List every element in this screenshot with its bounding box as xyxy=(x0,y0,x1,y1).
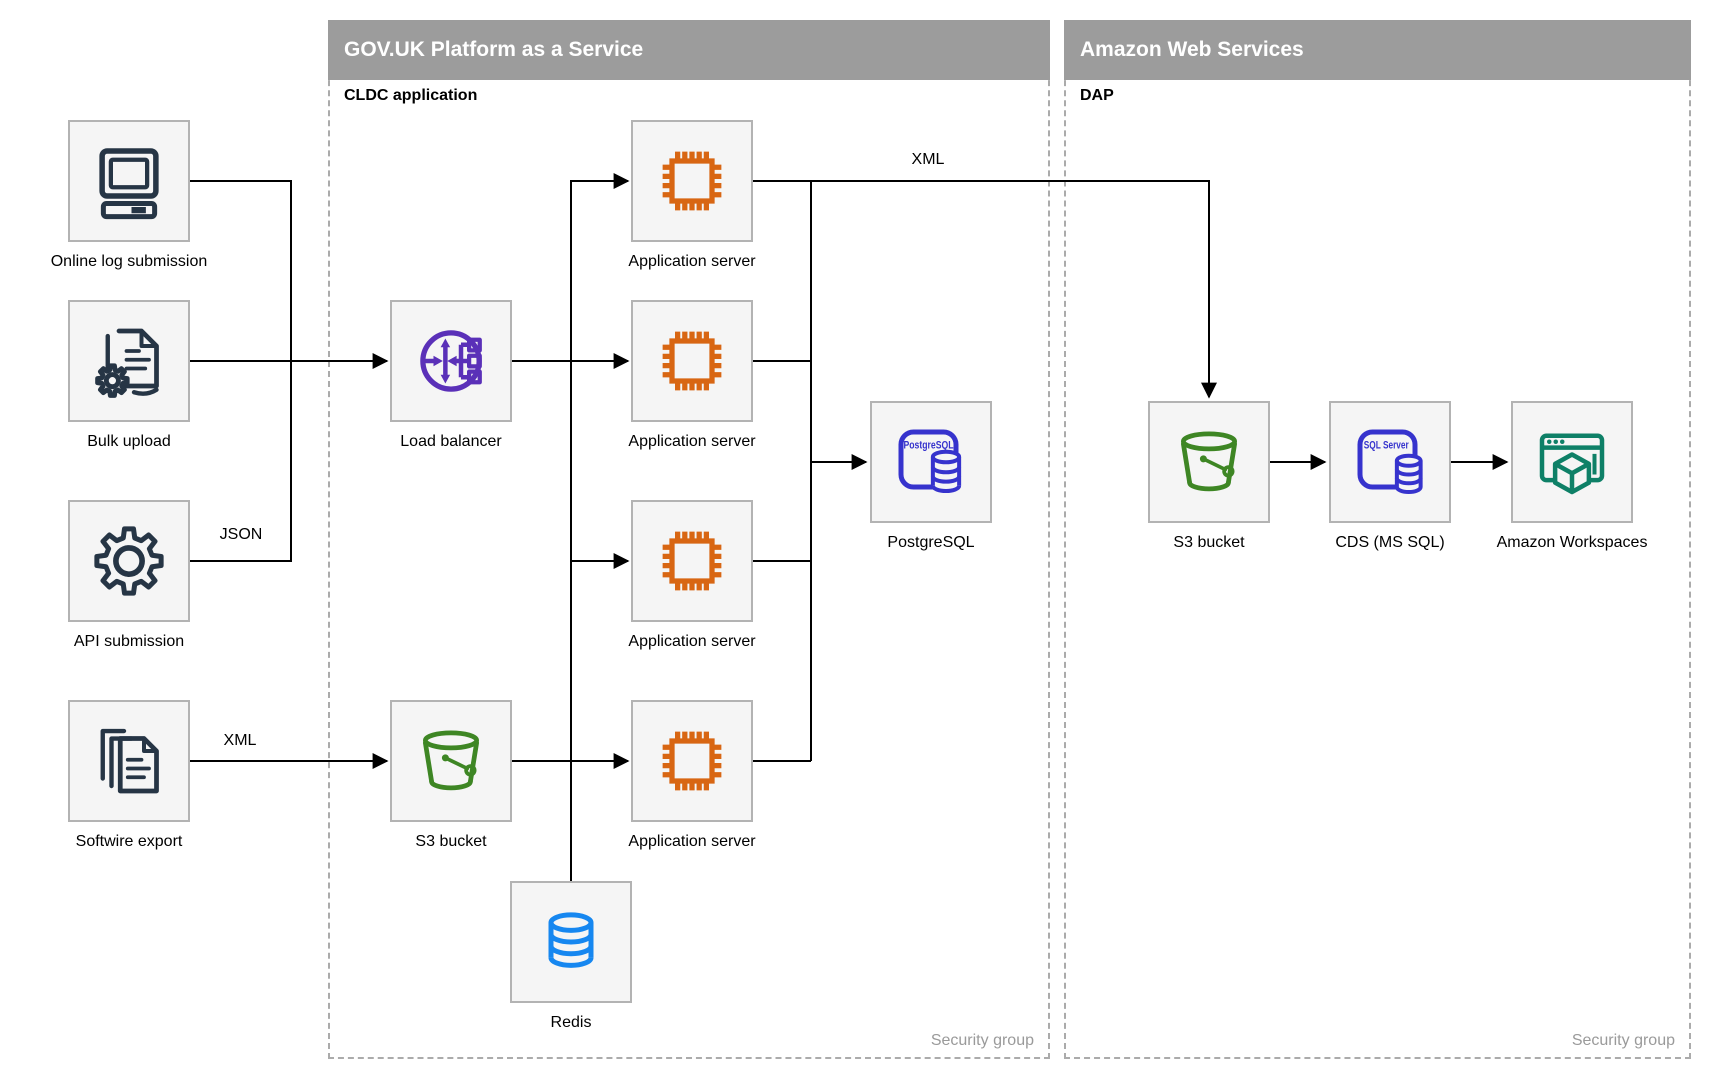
node-api-submission xyxy=(68,500,190,622)
paas-footer-label: Security group xyxy=(930,1032,1034,1049)
svg-text:SQL Server: SQL Server xyxy=(1364,439,1409,451)
redis-cache-icon xyxy=(548,912,594,968)
node-postgresql: PostgreSQL xyxy=(870,401,992,523)
paas-title: GOV.UK Platform as a Service xyxy=(344,38,644,61)
node-label-postgresql: PostgreSQL xyxy=(887,534,975,551)
paas-header-bar: GOV.UK Platform as a Service xyxy=(328,20,1050,80)
node-load-balancer xyxy=(390,300,512,422)
node-label-s3-bucket-paas: S3 bucket xyxy=(415,833,487,850)
node-amazon-workspaces xyxy=(1511,401,1633,523)
node-label-api-submission: API submission xyxy=(73,633,185,650)
node-label-app-server-1: Application server xyxy=(628,253,756,270)
node-app-server-1 xyxy=(631,120,753,242)
edge-appserver1-to-aws-s3 xyxy=(753,180,1217,399)
node-app-server-4 xyxy=(631,700,753,822)
svg-text:PostgreSQL: PostgreSQL xyxy=(904,439,954,451)
node-s3-bucket-paas xyxy=(390,700,512,822)
s3-bucket-icon xyxy=(411,721,491,801)
aws-header-bar: Amazon Web Services xyxy=(1064,20,1691,80)
processor-chip-icon xyxy=(652,141,732,221)
paas-sublabel: CLDC application xyxy=(344,87,478,104)
node-label-app-server-2: Application server xyxy=(628,433,756,450)
node-label-app-server-4: Application server xyxy=(628,833,756,850)
node-online-log-submission xyxy=(68,120,190,242)
edge-trunk-to-appserver1-and-redis xyxy=(570,173,630,881)
sql-server-database-icon: SQL Server xyxy=(1357,429,1423,494)
processor-chip-icon xyxy=(652,521,732,601)
processor-chip-icon xyxy=(652,321,732,401)
s3-bucket-icon xyxy=(1169,422,1249,502)
document-stack-icon xyxy=(100,728,159,794)
node-label-softwire-export: Softwire export xyxy=(75,833,183,850)
edge-label-json: JSON xyxy=(219,526,263,543)
desktop-computer-icon xyxy=(99,148,159,220)
aws-footer-label: Security group xyxy=(1571,1032,1675,1049)
node-cds-ms-sql: SQL Server xyxy=(1329,401,1451,523)
node-bulk-upload xyxy=(68,300,190,422)
processor-chip-icon xyxy=(652,721,732,801)
aws-title: Amazon Web Services xyxy=(1080,38,1304,61)
postgresql-database-icon: PostgreSQL xyxy=(898,429,962,493)
document-gear-icon xyxy=(95,328,159,398)
node-label-online-log-submission: Online log submission xyxy=(50,253,208,270)
edge-label-xml-appserver: XML xyxy=(911,151,945,168)
edge-label-xml-softwire: XML xyxy=(223,732,257,749)
node-label-redis: Redis xyxy=(550,1014,592,1031)
node-label-app-server-3: Application server xyxy=(628,633,756,650)
node-label-load-balancer: Load balancer xyxy=(400,433,502,450)
node-label-cds-ms-sql: CDS (MS SQL) xyxy=(1335,534,1445,551)
node-softwire-export xyxy=(68,700,190,822)
edge-onlinelog-api-merge xyxy=(190,180,292,562)
gear-icon xyxy=(94,526,164,596)
browser-cube-icon xyxy=(1539,433,1605,495)
node-label-bulk-upload: Bulk upload xyxy=(87,433,171,450)
node-app-server-2 xyxy=(631,300,753,422)
node-label-amazon-workspaces: Amazon Workspaces xyxy=(1496,534,1648,551)
node-s3-bucket-aws xyxy=(1148,401,1270,523)
node-redis xyxy=(510,881,632,1003)
load-balancer-icon xyxy=(420,330,482,392)
node-app-server-3 xyxy=(631,500,753,622)
node-label-s3-bucket-aws: S3 bucket xyxy=(1173,534,1245,551)
aws-sublabel: DAP xyxy=(1080,87,1114,104)
